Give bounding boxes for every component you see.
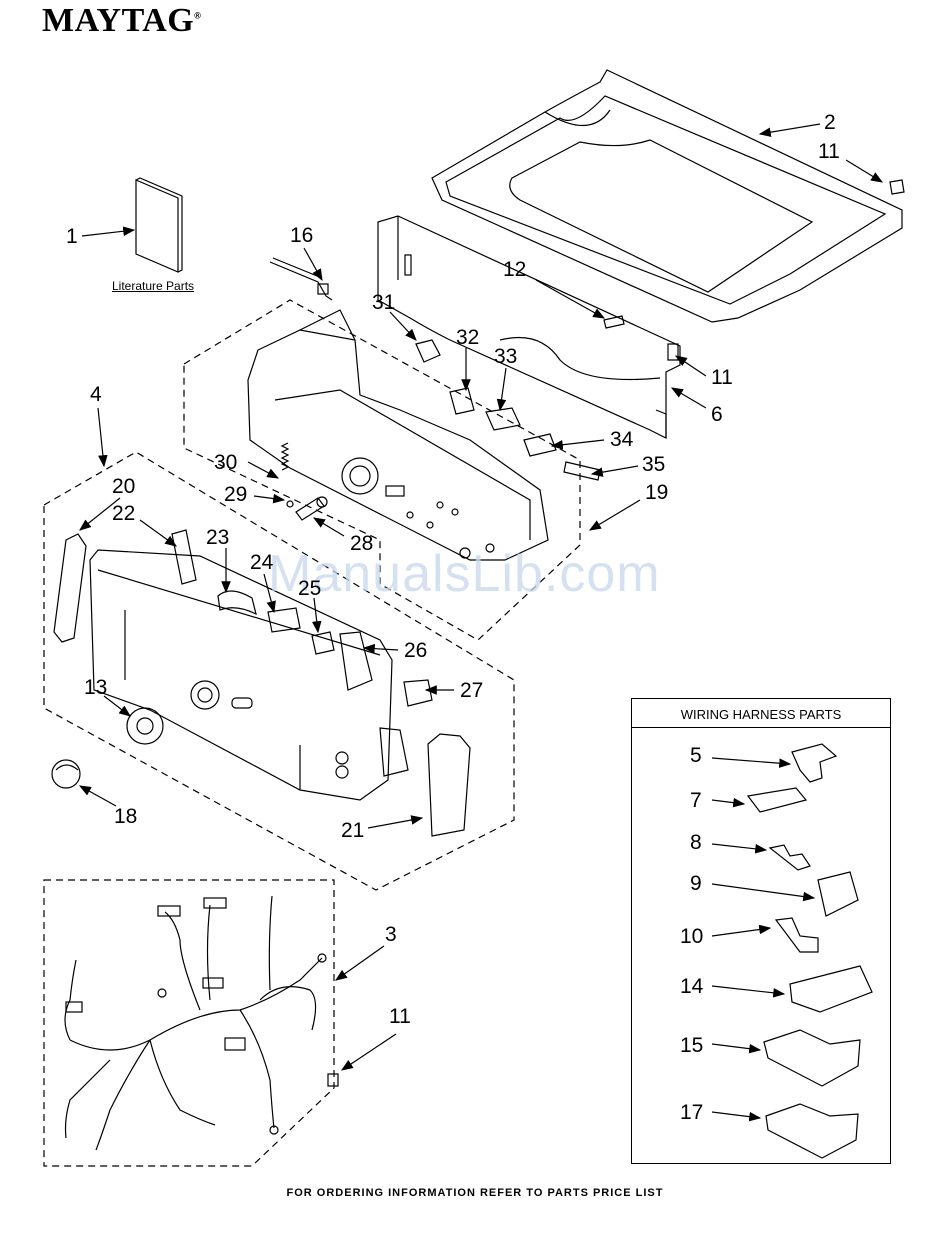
callout-34: 34 — [610, 429, 633, 450]
wiring-harness-box: WIRING HARNESS PARTS — [631, 698, 891, 1164]
wire-harness — [65, 896, 338, 1150]
callout-17: 17 — [680, 1102, 703, 1123]
callout-32: 32 — [456, 327, 479, 348]
callout-19: 19 — [645, 482, 668, 503]
callout-11: 11 — [818, 141, 840, 162]
callout-31: 31 — [372, 292, 395, 313]
callout-27: 27 — [460, 680, 483, 701]
callout-33: 33 — [494, 346, 517, 367]
wiring-harness-title: WIRING HARNESS PARTS — [632, 699, 890, 728]
callout-14: 14 — [680, 976, 703, 997]
callout-28: 28 — [350, 533, 373, 554]
top-lid — [432, 70, 902, 322]
callout-12: 12 — [503, 259, 526, 280]
console-back-panel — [378, 216, 680, 438]
callout-9: 9 — [690, 873, 702, 894]
callout-13: 13 — [84, 677, 107, 698]
callout-8: 8 — [690, 832, 702, 853]
callout-6: 6 — [711, 404, 723, 425]
callout-7: 7 — [690, 790, 702, 811]
callout-24: 24 — [250, 552, 273, 573]
callout-18: 18 — [114, 806, 137, 827]
callout-20: 20 — [112, 476, 135, 497]
callout-15: 15 — [680, 1035, 703, 1056]
callout-26: 26 — [404, 640, 427, 661]
callout-29: 29 — [224, 484, 247, 505]
callout-30: 30 — [214, 452, 237, 473]
callout-2: 2 — [824, 112, 836, 133]
callout-16: 16 — [290, 225, 313, 246]
brand-text: MAYTAG — [42, 2, 194, 39]
brand-registered-mark: ® — [194, 11, 201, 21]
callout-10: 10 — [680, 926, 703, 947]
callout-5: 5 — [690, 745, 702, 766]
callout-11c: 11 — [389, 1006, 411, 1027]
callout-4: 4 — [90, 384, 102, 405]
callout-23: 23 — [206, 527, 229, 548]
watermark: ManualsLib.com — [268, 544, 661, 604]
callout-21: 21 — [341, 820, 364, 841]
literature-booklet — [136, 178, 182, 272]
dashed-groups — [44, 300, 580, 1166]
callout-11b: 11 — [711, 367, 733, 388]
brand-logo: MAYTAG® — [42, 2, 201, 40]
footer-note: FOR ORDERING INFORMATION REFER TO PARTS … — [0, 1187, 950, 1199]
callout-22: 22 — [112, 503, 135, 524]
callout-3: 3 — [385, 924, 397, 945]
literature-parts-label: Literature Parts — [112, 279, 194, 293]
callout-25: 25 — [298, 578, 321, 599]
callout-1: 1 — [66, 226, 78, 247]
cable-tie — [270, 258, 332, 300]
callout-35: 35 — [642, 454, 665, 475]
knob-shaft-parts — [282, 443, 327, 520]
